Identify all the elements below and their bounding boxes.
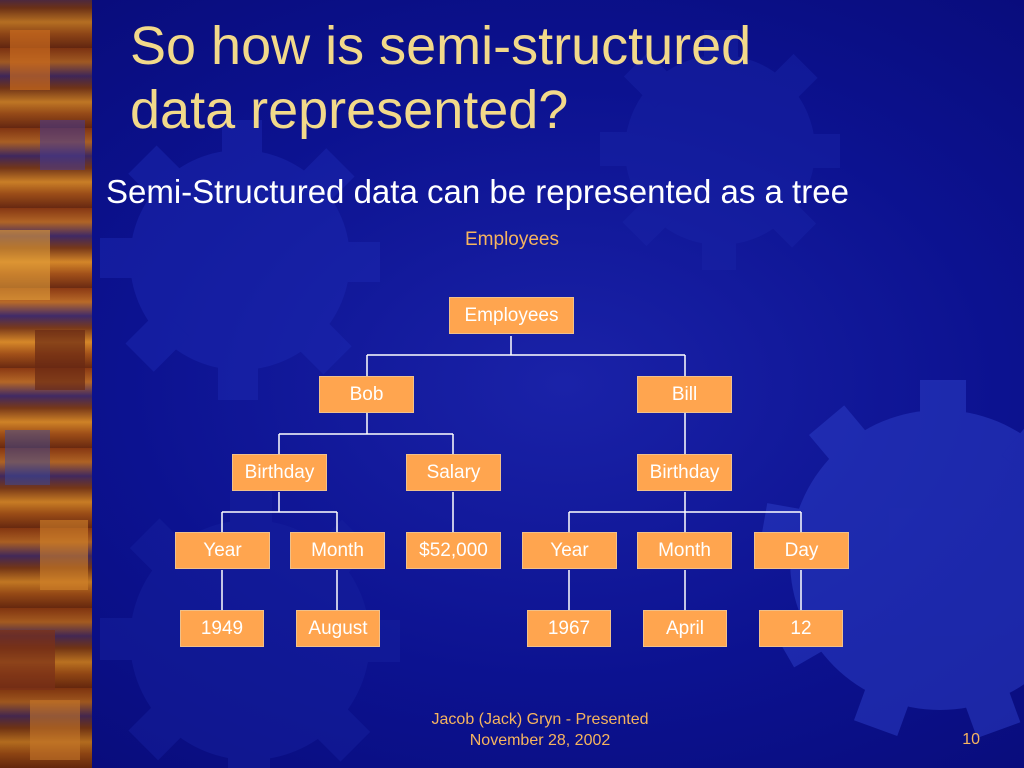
gear-icon xyxy=(759,380,1024,739)
tree-node-bill-day-value: 12 xyxy=(759,610,843,647)
page-number: 10 xyxy=(962,731,980,748)
tree-node-bob-year: Year xyxy=(175,532,270,569)
tree-node-bill-year-value: 1967 xyxy=(527,610,611,647)
tree-node-bob-month-value: August xyxy=(296,610,380,647)
tree-node-root: Employees xyxy=(449,297,574,334)
tree-node-bill-month: Month xyxy=(637,532,732,569)
tree-node-bob: Bob xyxy=(319,376,414,413)
footer-line-1: Jacob (Jack) Gryn - Presented xyxy=(431,711,649,728)
tree-node-bill-birthday: Birthday xyxy=(637,454,732,491)
tree-node-bill-month-value: April xyxy=(643,610,727,647)
decorative-image-strip xyxy=(0,0,92,768)
slide-subtitle: Semi-Structured data can be represented … xyxy=(106,173,849,210)
tree-node-bob-month: Month xyxy=(290,532,385,569)
slide-footer: Jacob (Jack) Gryn - Presented November 2… xyxy=(380,709,700,751)
tree-node-bill: Bill xyxy=(637,376,732,413)
footer-line-2: November 28, 2002 xyxy=(469,732,611,749)
tree-node-bill-year: Year xyxy=(522,532,617,569)
tree-node-salary-value: $52,000 xyxy=(406,532,501,569)
slide-title: So how is semi-structured data represent… xyxy=(130,14,990,142)
tree-node-bill-day: Day xyxy=(754,532,849,569)
tree-node-bob-year-value: 1949 xyxy=(180,610,264,647)
gear-icon xyxy=(100,120,380,400)
tree-caption: Employees xyxy=(465,229,559,250)
gear-icon xyxy=(600,30,840,270)
tree-node-bob-salary: Salary xyxy=(406,454,501,491)
tree-node-bob-birthday: Birthday xyxy=(232,454,327,491)
title-line-1: So how is semi-structured xyxy=(130,16,752,76)
title-line-2: data represented? xyxy=(130,80,569,140)
